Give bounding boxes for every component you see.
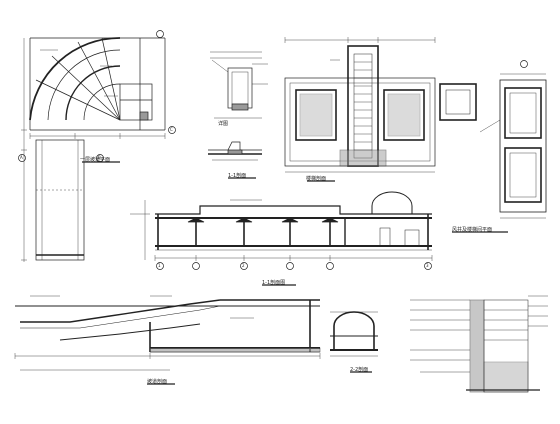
caption-underlines: [82, 161, 508, 385]
arch-section-caption: 2-2剖面: [350, 367, 369, 373]
shaft-plan-caption: 风井及楼梯间平面: [452, 227, 493, 233]
small-detail: [210, 51, 268, 119]
grid-label-3: 3: [426, 263, 429, 268]
detail-caption: 详图: [218, 121, 229, 127]
stair-section-caption: 楼梯剖面: [306, 176, 327, 182]
small-section-caption: 1-1剖面: [228, 173, 247, 179]
stair-section: [284, 37, 436, 173]
arch-section: [330, 311, 378, 357]
grid-label-b: B: [98, 155, 101, 160]
grid-label-1: 1: [158, 263, 161, 268]
small-section: [208, 141, 262, 161]
long-section: [130, 191, 433, 270]
ramp-plan-caption: 一层坡道平面: [80, 157, 111, 163]
grid-label-2: 2: [242, 263, 245, 268]
grid-label-c: C: [170, 127, 173, 132]
wall-detail: [410, 295, 548, 393]
ramp-section-caption: 坡道剖面: [147, 379, 168, 385]
ramp-plan: [18, 30, 176, 262]
shaft-plan: [439, 60, 547, 219]
long-section-caption: 1-1剖面图: [262, 280, 286, 286]
ramp-section: [14, 295, 321, 371]
grid-label-a: A: [20, 155, 23, 160]
